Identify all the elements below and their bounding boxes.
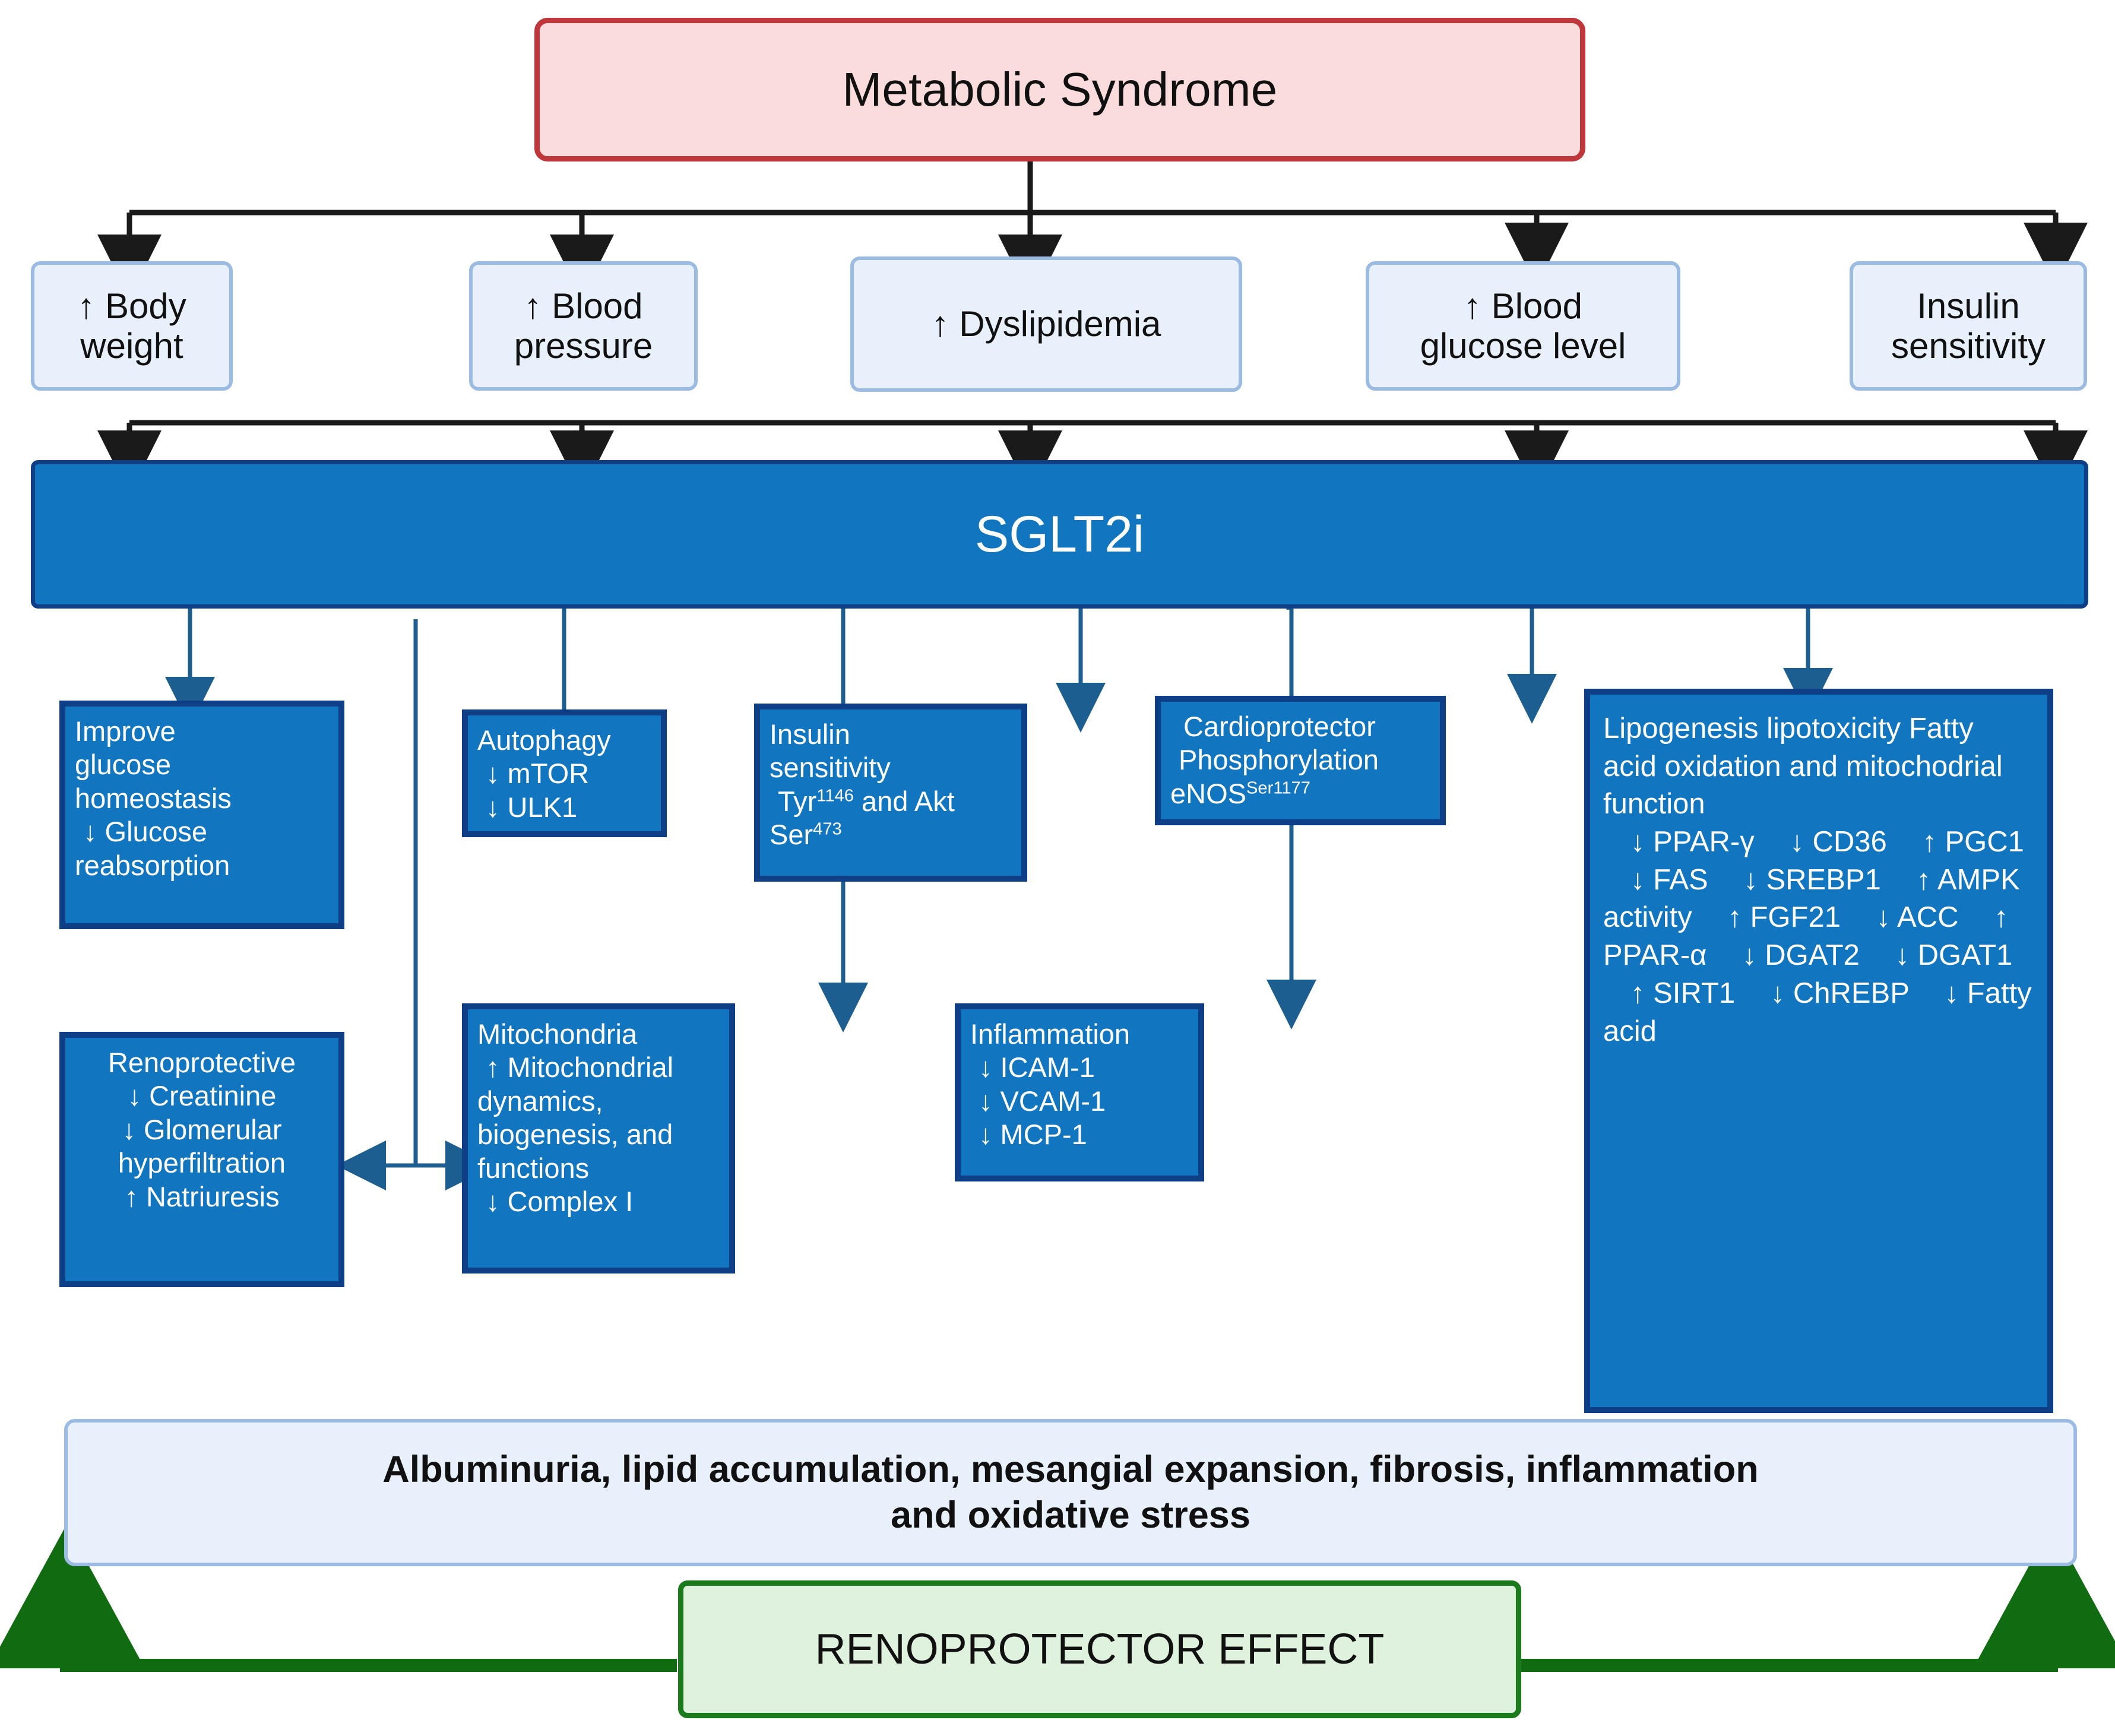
outcome-box: Albuminuria, lipid accumulation, mesangi…	[64, 1419, 2077, 1566]
mech-item: ↑ AMPK activity	[1603, 863, 2020, 934]
mech-item: ↑ Natriuresis	[124, 1180, 280, 1212]
feature-box-body-weight: ↑ Body weight	[31, 261, 233, 391]
mech-item: eNOSSer1177	[1170, 777, 1310, 809]
metabolic-syndrome-label: Metabolic Syndrome	[842, 63, 1278, 116]
mech-item: Ser473	[770, 819, 842, 851]
mech-item: ↓ Glomerular	[122, 1113, 282, 1145]
mech-item: ↓ FAS	[1630, 863, 1708, 896]
sglt2i-label: SGLT2i	[974, 505, 1145, 563]
mech-item: ↑ PPAR-α	[1603, 901, 2009, 972]
feature-line: ↑ Dyslipidemia	[931, 304, 1161, 344]
mech-item: ↑ PGC1	[1922, 826, 2024, 859]
mech-item: ↓ ACC	[1876, 901, 1959, 934]
mechanism-box-renoprotective: Renoprotective ↓ Creatinine ↓ Glomerular…	[59, 1032, 344, 1287]
mech-heading-line: Improve	[75, 715, 176, 747]
feature-line: Insulin	[1917, 286, 2020, 326]
mech-item: ↓ mTOR	[486, 758, 590, 790]
mech-heading-line: Lipogenesis lipotoxicity	[1603, 712, 1901, 745]
mech-item: ↓ DGAT2	[1742, 939, 1860, 972]
mechanism-box-mitochondria: Mitochondria ↑ Mitochondrial dynamics, b…	[462, 1003, 735, 1274]
mech-item: functions	[477, 1152, 590, 1184]
mech-item: dynamics,	[477, 1085, 603, 1117]
feature-line: pressure	[514, 326, 653, 366]
mech-item: ↓ Complex I	[486, 1185, 634, 1217]
lipogenesis-list: ↓ PPAR-γ ↓ CD36 ↑ PGC1 ↓ FAS ↓ SREBP1 ↑ …	[1603, 823, 2034, 1050]
mech-item: ↑ FGF21	[1727, 901, 1841, 934]
outcome-text: Albuminuria, lipid accumulation, mesangi…	[382, 1447, 1758, 1538]
mechanism-box-cardioprotector: Cardioprotector Phosphorylation eNOSSer1…	[1155, 696, 1446, 825]
mech-item: reabsorption	[75, 849, 230, 881]
mechanism-box-autophagy: Autophagy ↓ mTOR ↓ ULK1	[462, 709, 667, 837]
mech-heading-line: sensitivity	[770, 752, 891, 784]
mech-item: ↑ Mitochondrial	[486, 1051, 674, 1084]
mech-heading-line: Renoprotective	[107, 1047, 296, 1078]
mech-item: ↓ Fatty acid	[1603, 977, 2032, 1047]
renoprotector-effect-box: RENOPROTECTOR EFFECT	[678, 1580, 1521, 1718]
mechanism-box-inflammation: Inflammation ↓ ICAM-1 ↓ VCAM-1 ↓ MCP-1	[955, 1003, 1204, 1181]
sglt2i-bar: SGLT2i	[31, 460, 2088, 609]
feature-line: ↑ Blood	[524, 286, 643, 326]
feature-line: glucose level	[1420, 326, 1626, 366]
mechanism-box-improve-glucose: Improve glucose homeostasis ↓ Glucose re…	[59, 701, 344, 929]
mech-item: Tyr1146 and Akt	[778, 785, 955, 817]
mech-item: hyperfiltration	[118, 1147, 286, 1179]
mech-item: ↓ MCP-1	[979, 1119, 1087, 1151]
mech-heading-line: Fatty acid oxidation and	[1603, 712, 1974, 783]
mech-item: ↓ Creatinine	[127, 1080, 277, 1112]
mech-item: ↓ ICAM-1	[979, 1051, 1095, 1084]
mechanism-box-lipogenesis: Lipogenesis lipotoxicity Fatty acid oxid…	[1584, 689, 2053, 1413]
mech-item: ↓ DGAT1	[1895, 939, 2013, 972]
mech-heading-line: Autophagy	[477, 724, 611, 756]
mech-heading-line: Cardioprotector	[1183, 711, 1376, 742]
mech-item: ↑ SIRT1	[1630, 977, 1736, 1009]
outcome-line-2: and oxidative stress	[891, 1494, 1250, 1536]
renoprotector-effect-label: RENOPROTECTOR EFFECT	[815, 1626, 1385, 1673]
mech-item: ↓ PPAR-γ	[1630, 826, 1755, 859]
feature-line: sensitivity	[1891, 326, 2046, 366]
mech-heading-line: glucose	[75, 749, 171, 781]
feature-line: weight	[80, 326, 183, 366]
feature-line: ↑ Blood	[1463, 286, 1583, 326]
mech-item: Phosphorylation	[1179, 744, 1379, 776]
feature-box-insulin-sensitivity: Insulin sensitivity	[1850, 261, 2087, 391]
mech-item: ↓ ChREBP	[1770, 977, 1910, 1009]
mech-heading-line: Mitochondria	[477, 1018, 638, 1050]
mech-item: ↓ ULK1	[486, 791, 578, 823]
feature-line: ↑ Body	[77, 286, 186, 326]
mech-item: ↓ CD36	[1790, 826, 1887, 859]
mech-heading-line: Insulin	[770, 718, 850, 750]
mech-item: biogenesis, and	[477, 1119, 673, 1151]
mech-heading-line: Inflammation	[970, 1018, 1131, 1050]
mech-heading-line: mitochodrial function	[1603, 750, 2003, 821]
mech-item: ↓ SREBP1	[1743, 863, 1881, 896]
metabolic-syndrome-box: Metabolic Syndrome	[534, 18, 1585, 161]
mechanism-box-insulin-sensitivity: Insulin sensitivity Tyr1146 and Akt Ser4…	[754, 704, 1027, 882]
lipogenesis-heading: Lipogenesis lipotoxicity Fatty acid oxid…	[1603, 710, 2034, 823]
mech-heading-line: homeostasis	[75, 782, 232, 814]
feature-box-dyslipidemia: ↑ Dyslipidemia	[850, 256, 1242, 392]
mech-item: ↓ VCAM-1	[979, 1085, 1106, 1117]
feature-box-blood-pressure: ↑ Blood pressure	[469, 261, 698, 391]
feature-box-blood-glucose: ↑ Blood glucose level	[1366, 261, 1680, 391]
mech-item: ↓ Glucose	[83, 816, 207, 848]
outcome-line-1: Albuminuria, lipid accumulation, mesangi…	[382, 1449, 1759, 1491]
